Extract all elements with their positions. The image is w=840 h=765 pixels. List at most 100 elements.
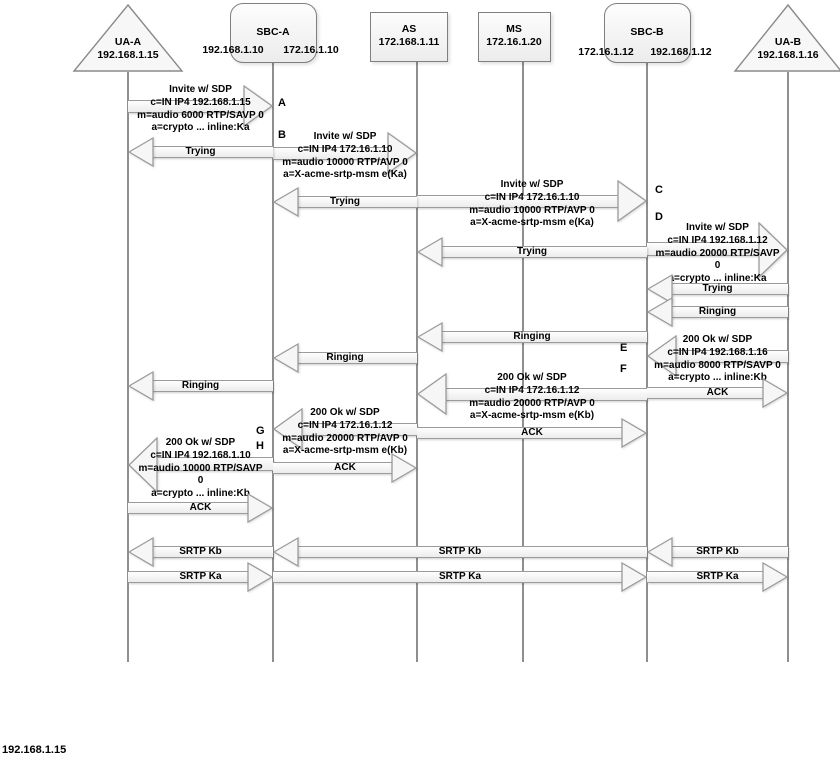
arrowhead-left-icon	[273, 408, 303, 450]
message-ringing-sbca-uaa: Ringing	[128, 371, 273, 401]
arrow-bar	[128, 100, 249, 113]
step-label-b: B	[278, 129, 286, 141]
message-ringing-as-sbca: Ringing	[273, 343, 417, 373]
arrowhead-left-icon	[647, 335, 677, 377]
arrow-bar	[294, 196, 417, 208]
arrowhead-left-icon	[273, 343, 299, 373]
arrow-bar	[149, 380, 273, 392]
flow-label: SRTP Kb	[696, 546, 739, 557]
arrow-bar	[671, 350, 788, 363]
message-ack-as-sbcb: ACK	[417, 418, 647, 448]
arrowhead-left-icon	[647, 297, 673, 327]
message-label: ACK	[521, 427, 543, 438]
flow-srtp-ka-uaa-sbca: SRTP Ka	[128, 562, 273, 592]
arrow-bar	[668, 546, 788, 558]
message-text-line: m=audio 10000 RTP/AVP 0	[469, 204, 595, 216]
flow-label: SRTP Kb	[179, 546, 222, 557]
message-label: Ringing	[513, 331, 551, 342]
step-label-f: F	[620, 363, 627, 375]
message-text-line: Invite w/ SDP	[500, 179, 564, 190]
flow-label: SRTP Ka	[179, 571, 222, 582]
arrow-bar	[297, 423, 417, 436]
ms-box	[478, 12, 551, 62]
sbcb-ip-left: 172.16.1.12	[578, 46, 634, 58]
flow-srtp-kb-sbca-uaa: SRTP Kb	[128, 537, 273, 567]
as-name: AS	[401, 23, 417, 35]
message-text-line: a=crypto ... inline:Kb	[668, 372, 767, 384]
arrow-bar	[647, 387, 767, 399]
flow-srtp-ka-sbca-sbcb: SRTP Ka	[273, 562, 647, 592]
message-label: ACK	[706, 387, 729, 398]
arrowhead-right-icon	[247, 562, 273, 592]
message-text-line: c=IN IP4 192.168.1.12	[667, 234, 768, 246]
message-text-line: 200 Ok w/ SDP	[165, 437, 236, 448]
message-ack-uaa-sbca: ACK	[128, 493, 273, 523]
arrow-bar	[294, 352, 417, 364]
message-ringing-uab-sbcb: Ringing	[647, 297, 788, 327]
flow-srtp-kb-sbcb-sbca: SRTP Kb	[273, 537, 647, 567]
footer-ip-label: 192.168.1.15	[2, 744, 67, 756]
message-text-line: 0	[197, 475, 204, 487]
arrowhead-left-icon	[128, 371, 154, 401]
flow-label: SRTP Ka	[438, 571, 482, 582]
arrowhead-left-icon	[647, 537, 673, 567]
message-trying-as-sbca: Trying	[273, 187, 417, 217]
arrowhead-right-icon	[247, 493, 273, 523]
message-text-line: c=IN IP4 192.168.1.10	[150, 449, 251, 461]
step-label-g: G	[256, 425, 265, 437]
arrowhead-left-icon	[128, 137, 154, 167]
message-text-line: 200 Ok w/ SDP	[310, 407, 380, 418]
arrow-bar	[273, 571, 626, 583]
sbcb-ip-right: 192.168.1.12	[650, 46, 712, 58]
arrow-right	[273, 132, 417, 174]
arrow-left	[417, 373, 647, 415]
arrow-bar	[128, 502, 252, 514]
lifeline-sbca	[272, 63, 274, 662]
message-text-line: m=audio 20000 RTP/SAVP	[655, 247, 780, 259]
message-text-line: Invite w/ SDP	[686, 222, 749, 233]
message-ack-sbcb-uab: ACK	[647, 378, 788, 408]
message-text-line: m=audio 10000 RTP/AVP 0	[282, 156, 408, 168]
message-text-line: m=audio 20000 RTP/AVP 0	[469, 397, 595, 409]
arrow-bar	[417, 195, 623, 208]
message-text-line: Invite w/ SDP	[313, 131, 377, 142]
arrow-bar	[152, 457, 273, 471]
sbca-name: SBC-A	[256, 26, 290, 38]
message-label: Ringing	[326, 352, 364, 363]
arrowhead-left-icon	[128, 437, 158, 493]
arrow-bar	[668, 283, 788, 295]
message-text-line: c=IN IP4 172.16.1.12	[484, 384, 580, 396]
arrow-bar	[149, 146, 273, 158]
arrow-bar	[438, 331, 647, 343]
arrow-left	[647, 335, 788, 377]
arrow-right	[417, 180, 647, 222]
message-text-line: c=IN IP4 172.16.1.12	[297, 419, 393, 431]
step-label-h: H	[256, 440, 264, 452]
step-label-d: D	[655, 211, 663, 223]
message-label: Trying	[329, 196, 360, 207]
message-ack-sbca-as: ACK	[273, 453, 417, 483]
arrow-bar	[273, 147, 393, 160]
message-text-line: a=crypto ... inline:Ka	[151, 122, 250, 134]
uab-triangle-shape	[733, 3, 840, 72]
message-text-line: a=crypto ... inline:Ka	[668, 273, 767, 285]
arrowhead-right-icon	[621, 562, 647, 592]
message-text-line: a=X-acme-srtp-msm e(Ka)	[283, 169, 407, 181]
arrowhead-right-icon	[387, 132, 417, 174]
message-label: ACK	[334, 462, 356, 473]
arrow-left	[273, 408, 417, 450]
sbcb-box	[604, 3, 691, 63]
